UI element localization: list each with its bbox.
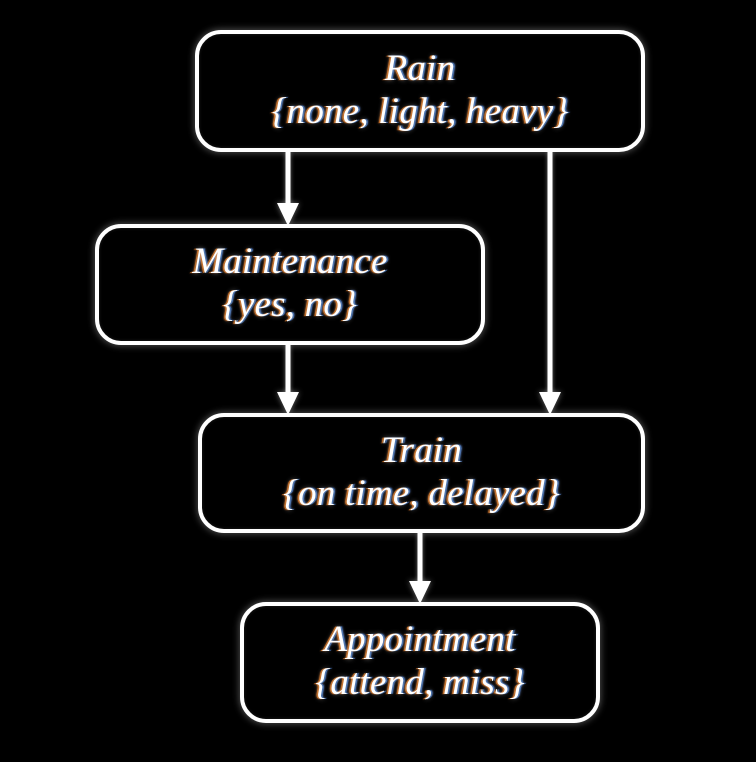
- node-train-label: Train: [380, 429, 463, 471]
- node-appointment: Appointment {attend, miss}: [240, 602, 600, 723]
- edge-line: [547, 152, 553, 394]
- node-appointment-states: {attend, miss}: [315, 662, 525, 704]
- node-train-states: {on time, delayed}: [283, 472, 560, 514]
- node-appointment-label: Appointment: [324, 619, 516, 661]
- node-rain-states: {none, light, heavy}: [271, 90, 569, 132]
- edge-maintenance-to-train: [268, 345, 308, 415]
- edge-line: [417, 533, 423, 583]
- arrowhead-icon: [277, 203, 299, 226]
- node-rain: Rain {none, light, heavy}: [195, 30, 645, 152]
- arrowhead-icon: [539, 392, 561, 415]
- node-train: Train {on time, delayed}: [198, 413, 645, 533]
- node-maintenance: Maintenance {yes, no}: [95, 224, 485, 345]
- edge-line: [285, 152, 291, 205]
- node-maintenance-states: {yes, no}: [222, 284, 358, 326]
- edge-line: [285, 345, 291, 394]
- node-rain-label: Rain: [384, 47, 456, 89]
- edge-train-to-appointment: [400, 533, 440, 604]
- arrowhead-icon: [277, 392, 299, 415]
- node-maintenance-label: Maintenance: [192, 241, 388, 283]
- edge-rain-to-maintenance: [268, 152, 308, 226]
- arrowhead-icon: [409, 581, 431, 604]
- edge-rain-to-train: [530, 152, 570, 415]
